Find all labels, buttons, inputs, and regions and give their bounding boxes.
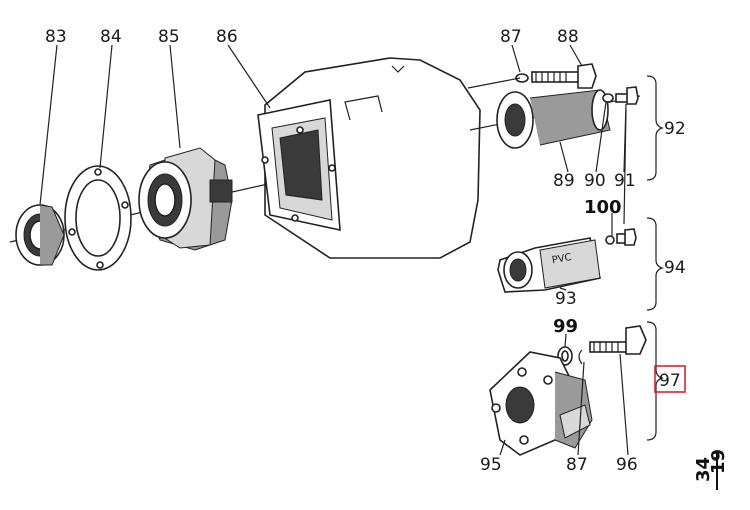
part-89-sleeve <box>496 89 611 149</box>
highlight-box-97 <box>654 365 686 393</box>
leader-lines <box>39 44 629 456</box>
part-83-seal <box>15 204 65 266</box>
callout-94: 94 <box>664 258 686 278</box>
part-93-pvc-sleeve: PVC <box>497 237 601 293</box>
callout-91: 91 <box>614 171 636 191</box>
callout-87-top: 87 <box>500 27 522 47</box>
callout-92: 92 <box>664 119 686 139</box>
callout-86: 86 <box>216 27 238 47</box>
part-91-screw <box>615 86 639 105</box>
callout-89: 89 <box>553 171 575 191</box>
bracket-97 <box>646 321 664 441</box>
part-84-gasket <box>64 165 132 271</box>
callout-95: 95 <box>480 455 502 475</box>
part-87-washer-top <box>515 73 529 83</box>
callout-84: 84 <box>100 27 122 47</box>
part-100-screw <box>605 228 637 246</box>
callout-83: 83 <box>45 27 67 47</box>
callout-100: 100 <box>584 197 622 218</box>
callout-97: 97 <box>659 371 681 391</box>
part-86-housing <box>257 57 481 259</box>
pvc-marking: PVC <box>551 252 572 266</box>
page-ref-top: 19 <box>708 449 729 474</box>
callout-99: 99 <box>553 316 578 337</box>
part-90-washer <box>602 93 614 103</box>
part-96-bolt <box>589 325 647 355</box>
callout-96: 96 <box>616 455 638 475</box>
part-95-flange-body <box>489 351 593 456</box>
part-87-washer-bottom <box>578 349 583 365</box>
callout-93: 93 <box>555 289 577 309</box>
callout-90: 90 <box>584 171 606 191</box>
page-ref-bottom: 34 <box>693 457 714 482</box>
bracket-92 <box>646 75 664 181</box>
page-reference: 19 34 <box>693 449 729 490</box>
part-85-flange <box>138 147 233 251</box>
callout-88: 88 <box>557 27 579 47</box>
part-88-bolt <box>531 63 597 89</box>
callout-85: 85 <box>158 27 180 47</box>
leader-87a <box>467 77 521 89</box>
callout-87-bottom: 87 <box>566 455 588 475</box>
bracket-94 <box>646 217 664 311</box>
